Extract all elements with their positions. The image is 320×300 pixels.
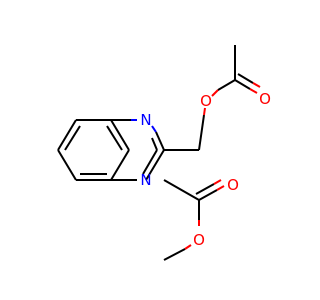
bond-acetyl-c-o-double-b (237, 73, 254, 84)
structure-canvas: O O N N O O (57, 45, 271, 261)
bond-n-top-c7 (155, 131, 165, 151)
bond-o-ch3-red (184, 244, 192, 250)
bond-c3-c4 (110, 119, 130, 151)
bond-ester-c-o-double-b-red (213, 179, 222, 185)
atom-n-top: N (140, 111, 151, 129)
atom-n-bottom: N (140, 171, 151, 189)
atom-o-ester-acetyl: O (200, 92, 212, 110)
bond-ch2-o (198, 114, 205, 151)
bond-inner-c3-c4 (106, 125, 123, 151)
bond-inner-c7-c8 (142, 149, 158, 175)
bond-acetyl-c-o-double-a (234, 79, 251, 90)
bond-c6-c1 (57, 149, 77, 181)
bond-c7-c8 (145, 149, 165, 181)
bond-ester-c-o-double-a (198, 189, 218, 201)
bond-acetyl-c-o-double-a-red (249, 88, 258, 94)
bond-o-acetyl-c (217, 79, 236, 91)
atom-o-carbonyl-methyl-ester: O (227, 176, 239, 194)
bond-c8-ester-c (163, 179, 200, 201)
bond-inner-c1-c2 (64, 125, 81, 151)
bond-ester-c-o-double-a-red (216, 185, 225, 191)
atom-o-carbonyl-acetyl: O (259, 90, 271, 108)
bond-c1-c2 (57, 119, 77, 151)
bond-o-acetyl-c-red (211, 89, 219, 97)
bond-inner-n-top-c7 (151, 137, 158, 151)
bond-acetyl-c-o-double-b-red (252, 82, 261, 88)
molecule-structure: O O N N O O (57, 45, 271, 261)
atom-o-ester-methyl: O (193, 231, 205, 249)
bond-o-ch3 (163, 248, 186, 261)
bond-c4-c5 (110, 149, 130, 181)
bond-ch2-o-red (203, 107, 206, 116)
bond-ester-c-o-double-b (195, 183, 215, 195)
bond-n-top-c7-blue (151, 125, 157, 133)
